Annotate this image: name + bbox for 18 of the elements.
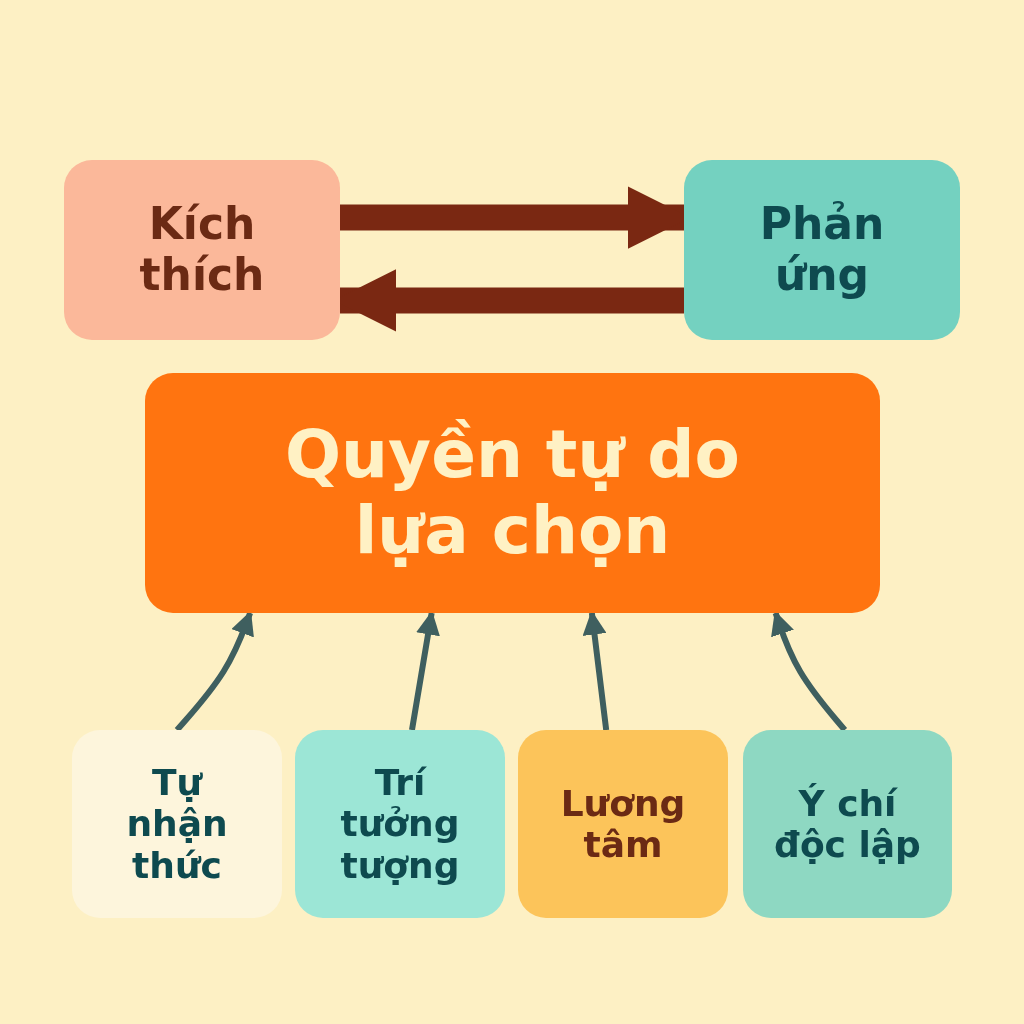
node-box bbox=[295, 730, 505, 918]
node-box bbox=[743, 730, 952, 918]
node-label: Phản ứng bbox=[758, 199, 886, 301]
node-label: Trí tưởng tượng bbox=[339, 761, 461, 887]
arrow bbox=[409, 610, 440, 731]
node-label: Ý chí độc lập bbox=[773, 782, 922, 866]
node-label: Kích thích bbox=[138, 199, 266, 301]
node-label: Tự nhận thức bbox=[125, 761, 229, 887]
arrow bbox=[582, 610, 610, 731]
node-box bbox=[72, 730, 282, 918]
node-label: Lương tâm bbox=[559, 782, 687, 866]
arrow bbox=[174, 610, 254, 732]
node-box bbox=[145, 373, 880, 613]
node-box bbox=[518, 730, 728, 918]
node-label: Quyền tự do lựa chọn bbox=[284, 417, 741, 569]
arrow bbox=[771, 610, 848, 732]
node-box bbox=[64, 160, 340, 340]
node-box bbox=[684, 160, 960, 340]
